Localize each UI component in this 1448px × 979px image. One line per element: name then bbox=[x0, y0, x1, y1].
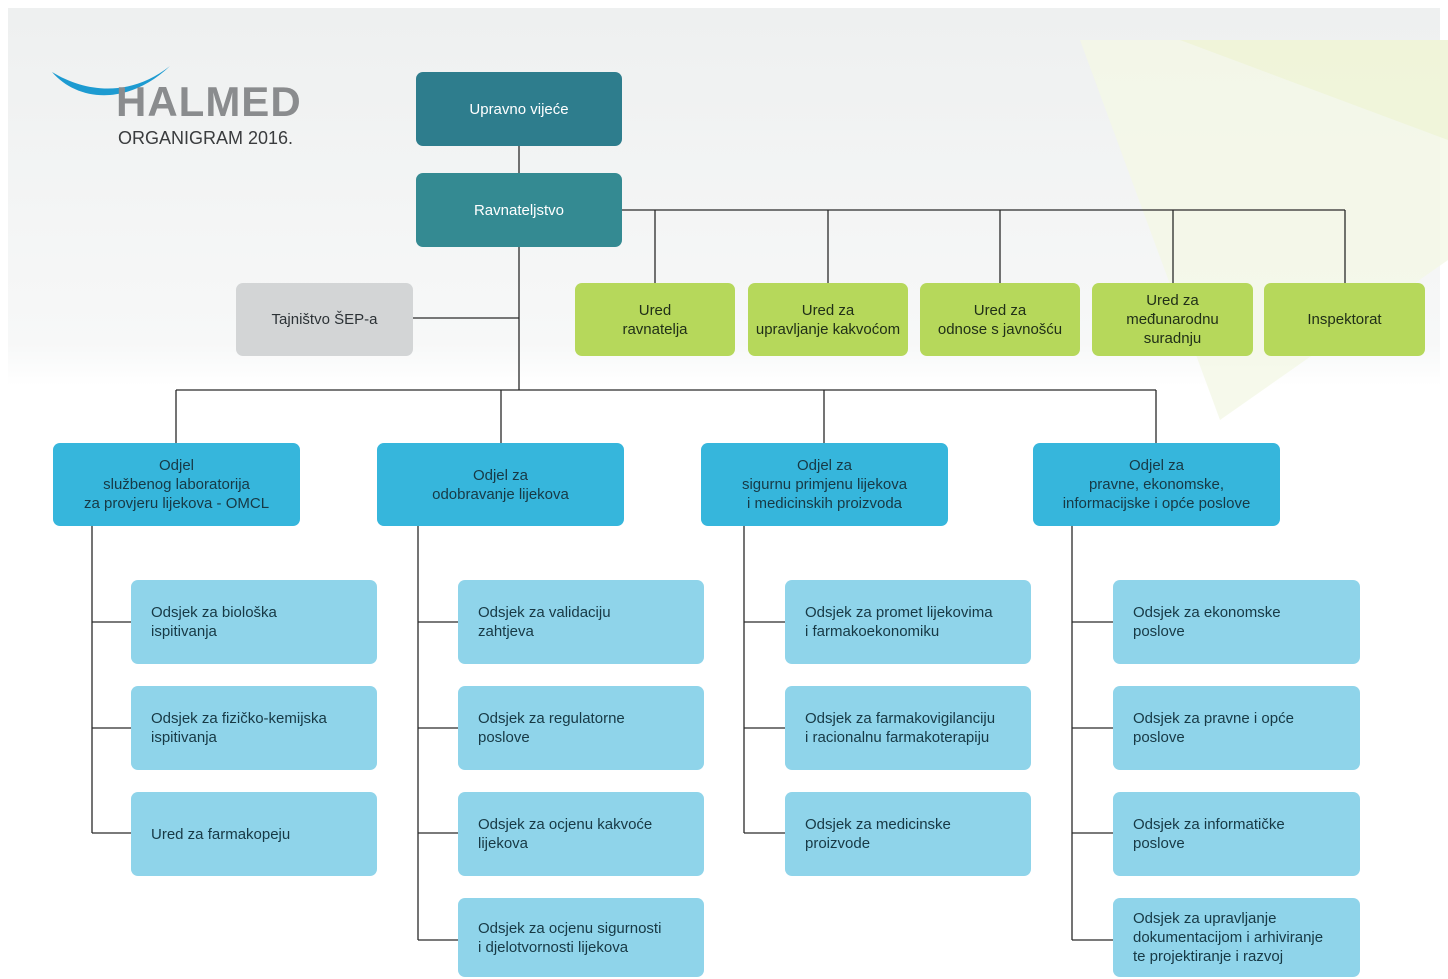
section-label: Odsjek za ocjenu sigurnosti i djelotvorn… bbox=[478, 919, 662, 956]
section-label: Odsjek za ocjenu kakvoće lijekova bbox=[478, 816, 653, 852]
section-label: Odsjek za medicinske proizvode bbox=[805, 816, 951, 852]
governing-board-label: Upravno vijeće bbox=[469, 100, 569, 118]
department-title: Odjel za sigurnu primjenu lijekova i med… bbox=[741, 457, 908, 512]
section-label: Odsjek za informatičke poslove bbox=[1133, 816, 1285, 852]
department-box: Odjel za pravne, ekonomske, informacijsk… bbox=[1033, 443, 1280, 526]
department-box: Odjel za sigurnu primjenu lijekova i med… bbox=[701, 443, 948, 526]
section-label: Odsjek za biološka ispitivanja bbox=[151, 604, 277, 640]
section-box: Ured za farmakopeju bbox=[131, 792, 377, 876]
office-label: Inspektorat bbox=[1307, 311, 1382, 328]
office-label: Ured za upravljanje kakvoćom bbox=[755, 301, 901, 338]
section-label: Odsjek za farmakovigilanciju i racionaln… bbox=[805, 710, 996, 746]
office-box: Ured za međunarodnu suradnju bbox=[1092, 283, 1253, 356]
logo-brand: HALMED bbox=[116, 78, 302, 125]
department-title: Odjel za pravne, ekonomske, informacijsk… bbox=[1062, 457, 1251, 512]
section-box: Odsjek za ekonomske poslove bbox=[1113, 580, 1360, 664]
governing-board-box: Upravno vijeće bbox=[416, 72, 622, 146]
section-label: Odsjek za validaciju zahtjeva bbox=[478, 604, 611, 640]
logo-swoosh-icon bbox=[52, 66, 170, 96]
directorate-box: Ravnateljstvo bbox=[416, 173, 622, 247]
section-box: Odsjek za ocjenu kakvoće lijekova bbox=[458, 792, 704, 876]
office-box: Ured ravnatelja bbox=[575, 283, 735, 356]
section-box: Odsjek za ocjenu sigurnosti i djelotvorn… bbox=[458, 898, 704, 977]
section-box: Odsjek za upravljanje dokumentacijom i a… bbox=[1113, 898, 1360, 977]
section-box: Odsjek za informatičke poslove bbox=[1113, 792, 1360, 876]
office-label: Ured ravnatelja bbox=[622, 301, 688, 338]
secretariat-label: Tajništvo ŠEP-a bbox=[271, 311, 378, 328]
secretariat-box: Tajništvo ŠEP-a bbox=[236, 283, 413, 356]
section-label: Odsjek za pravne i opće poslove bbox=[1133, 710, 1294, 746]
section-label: Odsjek za fizičko-kemijska ispitivanja bbox=[151, 710, 327, 746]
office-label: Ured za odnose s javnošću bbox=[937, 301, 1063, 338]
department-box: Odjel za odobravanje lijekova bbox=[377, 443, 624, 526]
section-box: Odsjek za validaciju zahtjeva bbox=[458, 580, 704, 664]
directorate-label: Ravnateljstvo bbox=[473, 201, 565, 219]
section-label: Odsjek za ekonomske poslove bbox=[1133, 604, 1281, 640]
section-box: Odsjek za promet lijekovima i farmakoeko… bbox=[785, 580, 1031, 664]
office-box: Inspektorat bbox=[1264, 283, 1425, 356]
department-title: Odjel službenog laboratorija za provjeru… bbox=[83, 457, 270, 512]
section-label: Ured za farmakopeju bbox=[151, 825, 291, 843]
section-box: Odsjek za fizičko-kemijska ispitivanja bbox=[131, 686, 377, 770]
department-box: Odjel službenog laboratorija za provjeru… bbox=[53, 443, 300, 526]
section-box: Odsjek za pravne i opće poslove bbox=[1113, 686, 1360, 770]
section-box: Odsjek za farmakovigilanciju i racionaln… bbox=[785, 686, 1031, 770]
office-label: Ured za međunarodnu suradnju bbox=[1126, 292, 1219, 347]
section-box: Odsjek za biološka ispitivanja bbox=[131, 580, 377, 664]
section-label: Odsjek za promet lijekovima i farmakoeko… bbox=[805, 604, 993, 640]
department-title: Odjel za odobravanje lijekova bbox=[432, 466, 569, 503]
organigram-title: ORGANIGRAM 2016. bbox=[118, 128, 294, 148]
section-box: Odsjek za regulatorne poslove bbox=[458, 686, 704, 770]
section-box: Odsjek za medicinske proizvode bbox=[785, 792, 1031, 876]
section-label: Odsjek za regulatorne poslove bbox=[478, 710, 625, 746]
section-label: Odsjek za upravljanje dokumentacijom i a… bbox=[1133, 910, 1324, 965]
office-box: Ured za odnose s javnošću bbox=[920, 283, 1080, 356]
office-box: Ured za upravljanje kakvoćom bbox=[748, 283, 908, 356]
